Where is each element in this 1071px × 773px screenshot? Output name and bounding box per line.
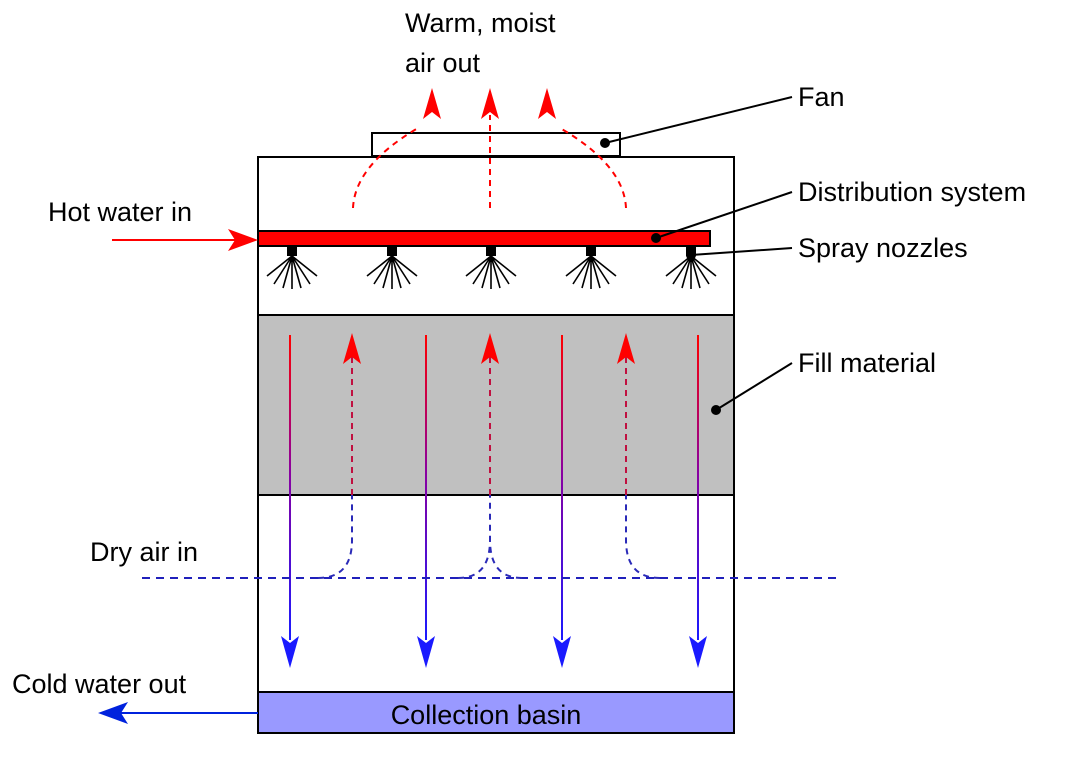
fill-material-block — [257, 314, 735, 496]
spray-nozzle — [465, 246, 517, 289]
air-flow-paths — [317, 115, 661, 579]
dry-air-in-label: Dry air in — [90, 537, 198, 567]
hot-water-in-label: Hot water in — [48, 197, 192, 227]
fan-label: Fan — [798, 82, 845, 112]
air-out-arrowheads — [423, 88, 556, 119]
air-out-label-line1: Warm, moist — [405, 8, 556, 38]
spray-nozzles — [266, 246, 717, 289]
air-out-label-line2: air out — [405, 48, 481, 78]
fan — [371, 132, 621, 157]
cold-water-out-arrow — [98, 702, 258, 724]
water-arrow — [417, 335, 435, 668]
collection-basin-label: Collection basin — [391, 700, 582, 730]
cold-water-out-label: Cold water out — [12, 669, 187, 699]
distribution-system-label: Distribution system — [798, 177, 1026, 207]
air-arrowheads-fill — [343, 333, 635, 364]
water-arrow — [281, 335, 299, 668]
water-flow-arrows — [281, 335, 707, 668]
distribution-system — [257, 230, 711, 247]
leader-lines — [600, 96, 793, 415]
spray-nozzle — [266, 246, 318, 289]
spray-nozzle — [565, 246, 617, 289]
spray-nozzle — [366, 246, 418, 289]
water-arrow — [689, 335, 707, 668]
fill-material-label: Fill material — [798, 348, 936, 378]
collection-basin — [257, 691, 735, 734]
hot-water-in-arrow — [112, 229, 258, 251]
water-arrow — [553, 335, 571, 668]
spray-nozzles-label: Spray nozzles — [798, 233, 968, 263]
